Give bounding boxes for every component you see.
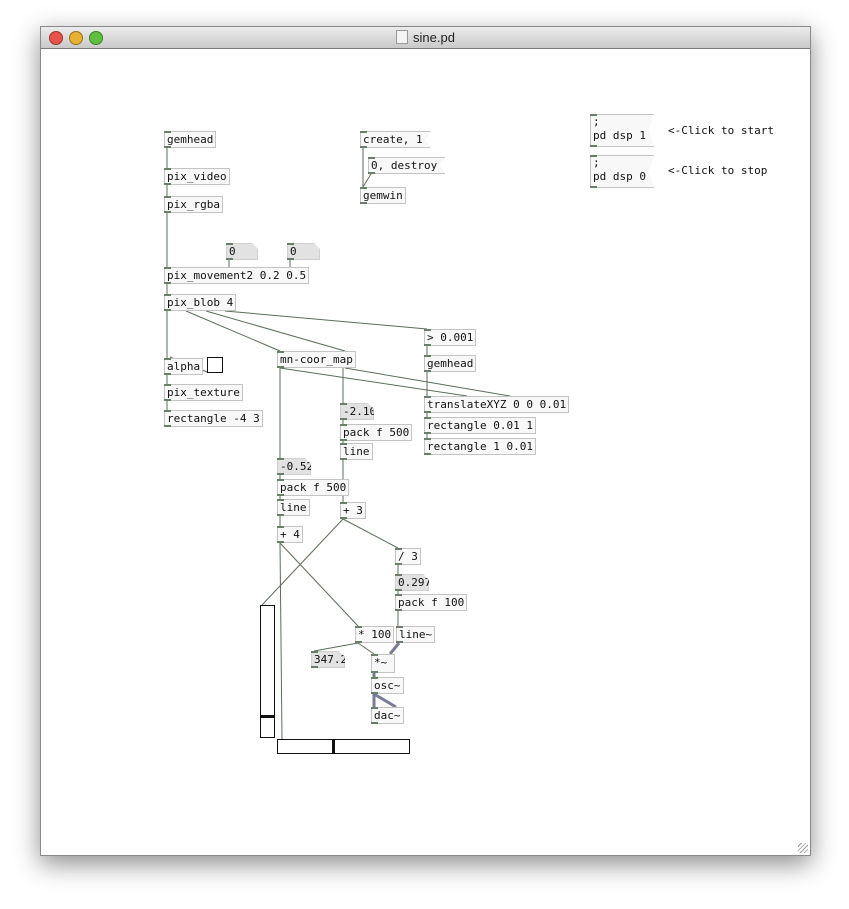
signal-wire (388, 642, 401, 655)
wire (342, 518, 399, 549)
gemhead-object[interactable]: gemhead (164, 131, 217, 148)
close-button[interactable] (49, 31, 63, 45)
wire (313, 642, 359, 652)
window-title-text: sine.pd (413, 30, 455, 45)
plus-4-object[interactable]: + 4 (277, 526, 303, 543)
divide-3-object[interactable]: / 3 (395, 548, 421, 565)
wire (185, 310, 281, 352)
rectangle-object-2[interactable]: rectangle 0.01 1 (424, 417, 536, 434)
wire (205, 310, 346, 352)
wire (224, 310, 428, 330)
greater-than-object[interactable]: > 0.001 (424, 329, 477, 346)
rectangle-object-3[interactable]: rectangle 1 0.01 (424, 438, 536, 455)
title-bar[interactable]: sine.pd (41, 27, 810, 49)
dsp-off-message[interactable]: ; pd dsp 0 (590, 155, 654, 188)
multiply-100-object[interactable]: * 100 (355, 626, 395, 643)
alpha-object[interactable]: alpha (164, 358, 204, 375)
translatexyz-object[interactable]: translateXYZ 0 0 0.01 (424, 396, 570, 413)
pack-object-x[interactable]: pack f 500 (277, 479, 350, 496)
number-atom-x[interactable]: -0.52 (277, 458, 311, 475)
vertical-slider[interactable] (260, 605, 275, 738)
wire (362, 173, 372, 188)
pix-blob-object[interactable]: pix_blob 4 (164, 294, 237, 311)
number-atom-divided[interactable]: 0.297 (395, 574, 429, 591)
pack-object-100[interactable]: pack f 100 (395, 594, 468, 611)
start-comment: <-Click to start (668, 124, 774, 137)
dsp-on-message[interactable]: ; pd dsp 1 (590, 114, 654, 147)
alpha-toggle[interactable] (207, 357, 223, 373)
stop-comment: <-Click to stop (668, 164, 768, 177)
pix-rgba-object[interactable]: pix_rgba (164, 196, 223, 213)
gemhead-object-2[interactable]: gemhead (424, 355, 477, 372)
mn-coor-map-object[interactable]: mn-coor_map (277, 351, 356, 368)
pix-movement2-object[interactable]: pix_movement2 0.2 0.5 (164, 267, 310, 284)
wire (357, 642, 375, 655)
wire (261, 518, 344, 606)
create-message[interactable]: create, 1 (360, 131, 431, 148)
pix-texture-object[interactable]: pix_texture (164, 384, 243, 401)
line-signal-object[interactable]: line~ (396, 626, 436, 643)
document-icon (396, 30, 409, 44)
wire (344, 367, 511, 397)
pack-object-y[interactable]: pack f 500 (340, 424, 413, 441)
window-title: sine.pd (41, 30, 810, 45)
destroy-message[interactable]: 0, destroy (368, 157, 445, 174)
osc-object[interactable]: osc~ (371, 677, 404, 694)
wire (279, 542, 359, 627)
zoom-button[interactable] (89, 31, 103, 45)
line-object-x[interactable]: line (277, 499, 310, 516)
dac-object[interactable]: dac~ (371, 707, 404, 724)
pix-video-object[interactable]: pix_video (164, 168, 230, 185)
vertical-slider-knob[interactable] (261, 714, 274, 718)
plus-3-object[interactable]: + 3 (340, 502, 366, 519)
number-atom-frequency[interactable]: 347.2 (311, 651, 345, 668)
line-object-y[interactable]: line (340, 443, 373, 460)
minimize-button[interactable] (69, 31, 83, 45)
horizontal-slider[interactable] (277, 739, 410, 754)
rectangle-object[interactable]: rectangle -4 3 (164, 410, 263, 427)
horizontal-slider-knob[interactable] (331, 740, 335, 753)
wire (279, 367, 468, 397)
resize-grip[interactable] (798, 843, 808, 853)
multiply-signal-object[interactable]: *~ (371, 654, 395, 673)
wire (279, 542, 283, 740)
number-atom-threshold-1[interactable]: 0 (226, 243, 258, 260)
number-atom-threshold-2[interactable]: 0 (287, 243, 320, 260)
number-atom-y[interactable]: -2.10 (340, 403, 374, 420)
signal-wire (373, 692, 397, 709)
gemwin-object[interactable]: gemwin (360, 187, 406, 204)
